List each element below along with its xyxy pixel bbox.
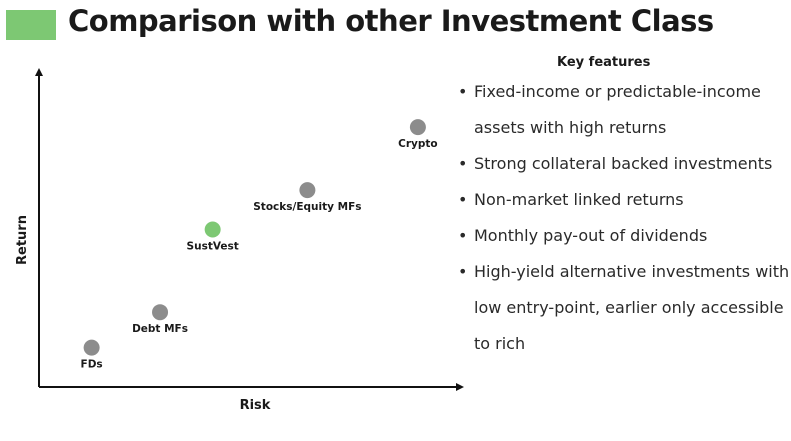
data-point-label: Crypto <box>398 138 437 150</box>
data-point <box>152 304 169 321</box>
key-features-title: Key features <box>557 55 651 70</box>
key-feature-item: High-yield alternative investments with … <box>456 254 791 362</box>
data-point-label: SustVest <box>187 241 239 253</box>
data-point-label: Debt MFs <box>132 323 188 335</box>
data-point-label: FDs <box>81 359 103 371</box>
data-points: FDs Debt MFs SustVest Stocks/Equity MFs Cryp… <box>81 119 438 371</box>
key-features-list: Fixed-income or predictable-income asset… <box>456 74 791 362</box>
title-accent-bar <box>6 10 56 40</box>
data-point <box>299 182 316 199</box>
data-point <box>409 119 426 136</box>
data-point <box>204 221 221 238</box>
data-point-label: Stocks/Equity MFs <box>253 201 361 213</box>
data-point <box>83 339 100 356</box>
key-feature-item: Non-market linked returns <box>456 182 791 218</box>
page-title: Comparison with other Investment Class <box>68 4 714 38</box>
key-feature-item: Strong collateral backed investments <box>456 146 791 182</box>
x-axis-label: Risk <box>240 398 271 413</box>
key-feature-item: Monthly pay-out of dividends <box>456 218 791 254</box>
y-axis-label: Return <box>15 215 30 265</box>
key-feature-item: Fixed-income or predictable-income asset… <box>456 74 791 146</box>
